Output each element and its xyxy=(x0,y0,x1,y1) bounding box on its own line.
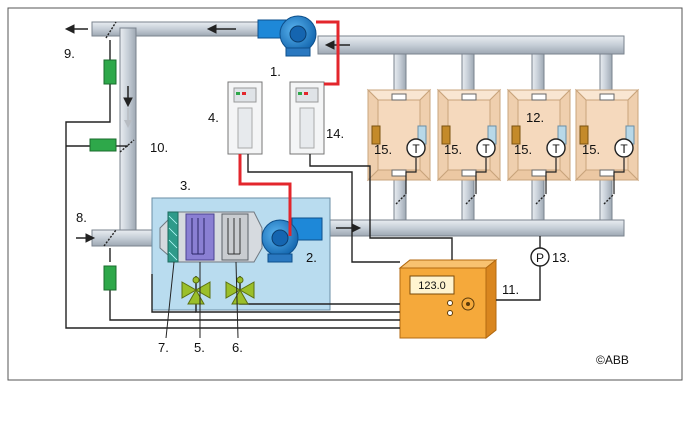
supply-grille xyxy=(461,169,477,177)
return-grille xyxy=(391,93,407,101)
rooms: T 15. T 15. T 15. T 15. xyxy=(366,88,640,205)
label-1: 1. xyxy=(270,64,281,79)
label-3: 3. xyxy=(180,178,191,193)
duct-network xyxy=(91,21,625,247)
room-2: T 15. xyxy=(436,88,502,205)
door xyxy=(579,125,589,145)
airflow-arrows xyxy=(64,24,362,243)
callout-labels: 1. 2. 3. 4. 5. 6. 7. 8. 9. 10. 11. 12. 1… xyxy=(64,46,570,355)
supply-grille xyxy=(391,169,407,177)
label-14: 14. xyxy=(326,126,344,141)
temperature-sensor xyxy=(406,138,426,158)
room-4: T 15. xyxy=(574,88,640,205)
temperature-sensor xyxy=(476,138,496,158)
label-15: 15. xyxy=(374,142,392,157)
pressure-sensor xyxy=(530,247,550,267)
door xyxy=(511,125,521,145)
damper-actuator-10 xyxy=(89,138,117,152)
drive-4 xyxy=(227,81,263,155)
room-3: T 15. xyxy=(506,88,572,205)
ahu-housing xyxy=(159,211,263,263)
room-1: T 15. xyxy=(366,88,432,205)
label-10: 10. xyxy=(150,140,168,155)
return-grille xyxy=(599,93,615,101)
return-grille xyxy=(461,93,477,101)
recirculation-duct xyxy=(119,27,137,243)
temperature-sensor xyxy=(546,138,566,158)
copyright: ©ABB xyxy=(596,353,629,367)
heating-coil xyxy=(185,213,215,261)
faded-arrow xyxy=(124,108,132,128)
supply-duct xyxy=(317,219,625,237)
controller xyxy=(398,258,498,340)
label-9: 9. xyxy=(64,46,75,61)
return-duct-main xyxy=(317,35,625,55)
label-15: 15. xyxy=(444,142,462,157)
door xyxy=(441,125,451,145)
damper-actuator-9 xyxy=(103,59,117,85)
label-5: 5. xyxy=(194,340,205,355)
power-cable-return-fan xyxy=(316,20,340,86)
temperature-sensor-symbol: T xyxy=(552,142,560,156)
door xyxy=(371,125,381,145)
label-11: 11. xyxy=(502,282,519,297)
label-15: 15. xyxy=(514,142,532,157)
return-duct-left xyxy=(91,21,263,37)
label-2: 2. xyxy=(306,250,317,265)
damper-actuator-8 xyxy=(103,265,117,291)
return-fan xyxy=(257,15,317,57)
label-8: 8. xyxy=(76,210,87,225)
supply-grille xyxy=(599,169,615,177)
drive-14 xyxy=(289,81,325,155)
temperature-sensor-symbol: T xyxy=(620,142,628,156)
power-cable-supply-fan xyxy=(238,154,292,236)
label-15: 15. xyxy=(582,142,600,157)
damper-actuators xyxy=(89,59,117,291)
supply-grille xyxy=(531,169,547,177)
label-12: 12. xyxy=(526,110,544,125)
return-grille xyxy=(531,93,547,101)
temperature-sensor-symbol: T xyxy=(482,142,490,156)
label-7: 7. xyxy=(158,340,169,355)
filter xyxy=(167,211,179,263)
controller-display: 123.0 xyxy=(418,280,446,292)
damper-blades xyxy=(103,21,135,247)
temperature-sensor-symbol: T xyxy=(412,142,420,156)
cooling-coil xyxy=(221,213,249,261)
label-6: 6. xyxy=(232,340,243,355)
leader-lines xyxy=(165,261,239,339)
label-13: 13. xyxy=(552,250,570,265)
label-4: 4. xyxy=(208,110,219,125)
temperature-sensor xyxy=(614,138,634,158)
pressure-sensor-symbol: P xyxy=(536,251,544,265)
